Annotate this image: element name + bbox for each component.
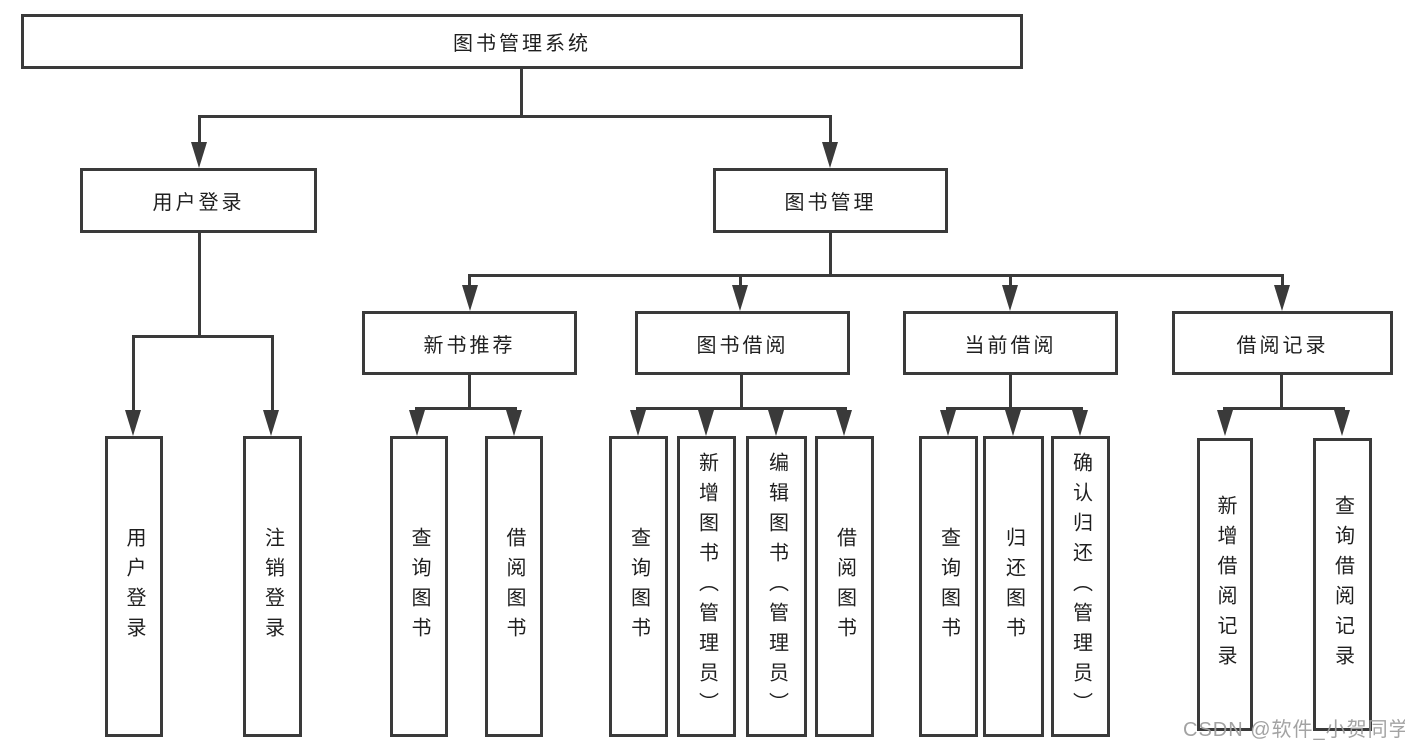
leaf-label: 新增图书（管理员） <box>695 451 718 722</box>
arrow-down-icon <box>1274 285 1290 311</box>
connector-line <box>468 274 471 288</box>
leaf-user-login: 用户登录 <box>105 436 163 737</box>
node-label: 用户登录 <box>152 192 245 214</box>
node-book-borrowing: 图书借阅 <box>635 311 850 375</box>
connector-line <box>636 407 847 410</box>
connector-line <box>1280 375 1283 409</box>
arrow-down-icon <box>630 410 646 436</box>
connector-line <box>271 335 274 413</box>
leaf-return-book: 归还图书 <box>983 436 1044 737</box>
arrow-down-icon <box>263 410 279 436</box>
connector-line <box>829 232 832 275</box>
leaf-query-books-recommend: 查询图书 <box>390 436 448 737</box>
leaf-label: 归还图书 <box>1002 526 1025 647</box>
leaf-add-book-admin: 新增图书（管理员） <box>677 436 736 737</box>
leaf-label: 借阅图书 <box>833 526 856 647</box>
arrow-down-icon <box>125 410 141 436</box>
connector-line <box>946 407 1083 410</box>
leaf-add-borrow-record: 新增借阅记录 <box>1197 438 1253 731</box>
leaf-label: 注销登录 <box>261 526 284 647</box>
connector-line <box>415 407 517 410</box>
leaf-label: 查询图书 <box>408 526 430 647</box>
connector-line <box>468 375 471 409</box>
leaf-label: 查询图书 <box>937 526 960 647</box>
node-borrowing-records: 借阅记录 <box>1172 311 1393 375</box>
arrow-down-icon <box>768 410 784 436</box>
connector-line <box>739 274 742 288</box>
node-label: 图书管理系统 <box>453 33 591 55</box>
arrow-down-icon <box>836 410 852 436</box>
node-label: 图书管理 <box>784 192 877 214</box>
connector-line <box>829 115 832 145</box>
arrow-down-icon <box>822 142 838 168</box>
arrow-down-icon <box>191 142 207 168</box>
arrow-down-icon <box>698 410 714 436</box>
arrow-down-icon <box>732 285 748 311</box>
arrow-down-icon <box>940 410 956 436</box>
leaf-query-books-borrow: 查询图书 <box>609 436 668 737</box>
node-current-borrowing: 当前借阅 <box>903 311 1118 375</box>
connector-line <box>468 274 1284 277</box>
connector-line <box>1223 407 1345 410</box>
connector-line <box>198 232 201 336</box>
node-book-management: 图书管理 <box>713 168 948 233</box>
connector-line <box>198 115 832 118</box>
arrow-down-icon <box>1002 285 1018 311</box>
arrow-down-icon <box>506 410 522 436</box>
leaf-borrow-books: 借阅图书 <box>815 436 874 737</box>
leaf-label: 编辑图书（管理员） <box>765 451 788 722</box>
leaf-confirm-return-admin: 确认归还（管理员） <box>1051 436 1110 737</box>
leaf-label: 查询图书 <box>627 526 650 647</box>
leaf-label: 借阅图书 <box>503 526 525 647</box>
arrow-down-icon <box>1334 410 1350 436</box>
node-new-book-recommend: 新书推荐 <box>362 311 577 375</box>
connector-line <box>1281 274 1284 288</box>
connector-line <box>740 375 743 409</box>
node-label: 新书推荐 <box>423 334 516 357</box>
node-label: 借阅记录 <box>1236 334 1329 357</box>
leaf-edit-book-admin: 编辑图书（管理员） <box>746 436 807 737</box>
leaf-label: 查询借阅记录 <box>1331 494 1354 675</box>
arrow-down-icon <box>1217 410 1233 436</box>
node-label: 当前借阅 <box>964 334 1057 357</box>
arrow-down-icon <box>1072 410 1088 436</box>
leaf-logout: 注销登录 <box>243 436 302 737</box>
connector-line <box>198 115 201 145</box>
node-library-management-system: 图书管理系统 <box>21 14 1023 69</box>
connector-line <box>132 335 274 338</box>
watermark: CSDN @软件_小贺同学 <box>1183 719 1405 741</box>
node-user-login: 用户登录 <box>80 168 317 233</box>
leaf-label: 新增借阅记录 <box>1214 494 1236 675</box>
leaf-query-books-current: 查询图书 <box>919 436 978 737</box>
leaf-label: 确认归还（管理员） <box>1069 451 1092 722</box>
leaf-query-borrow-record: 查询借阅记录 <box>1313 438 1372 731</box>
arrow-down-icon <box>409 410 425 436</box>
node-label: 图书借阅 <box>696 334 789 357</box>
connector-line <box>1009 375 1012 409</box>
leaf-label: 用户登录 <box>123 526 145 647</box>
connector-line <box>520 69 523 116</box>
connector-line <box>1009 274 1012 288</box>
arrow-down-icon <box>1005 410 1021 436</box>
leaf-borrow-books-recommend: 借阅图书 <box>485 436 543 737</box>
arrow-down-icon <box>462 285 478 311</box>
connector-line <box>132 335 135 413</box>
